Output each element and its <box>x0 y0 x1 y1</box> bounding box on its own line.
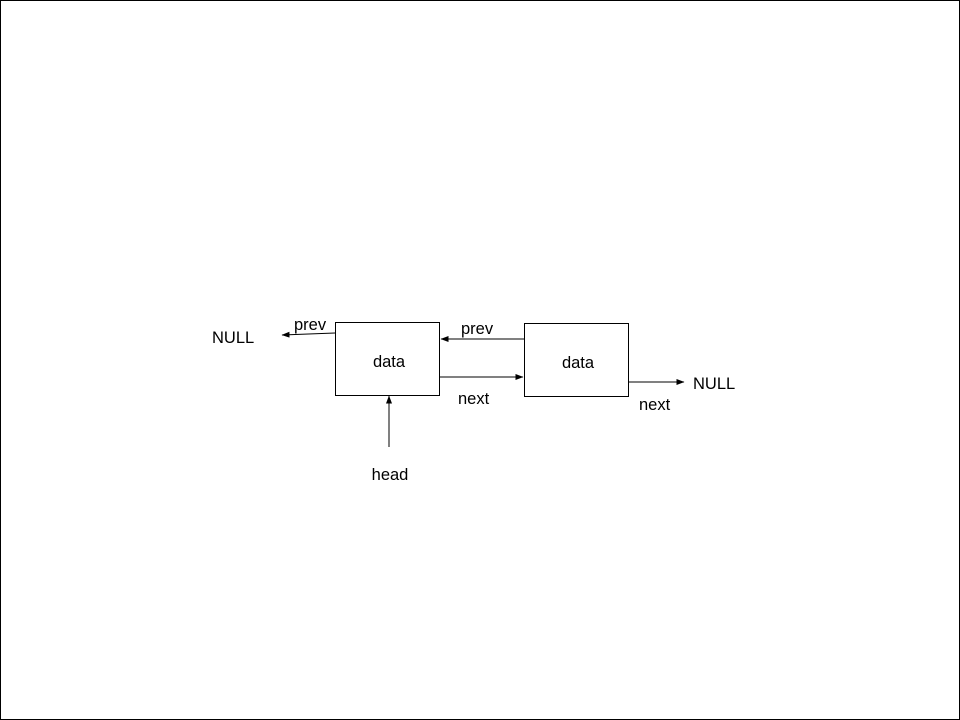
node-2-prev-label: prev <box>461 320 494 338</box>
node-2-next-label: next <box>639 396 671 414</box>
node-1-prev-arrow <box>281 331 336 338</box>
node-1-next-label: next <box>458 390 490 408</box>
node-1-box <box>335 322 440 396</box>
node-2: data <box>524 323 629 397</box>
node-2-box <box>524 323 629 397</box>
node-2-data-label: data <box>562 354 595 372</box>
null-right-label: NULL <box>693 375 735 393</box>
node-1: data <box>335 322 440 396</box>
node-1-data-label: data <box>373 353 406 371</box>
null-left-label: NULL <box>212 329 254 347</box>
head-label: head <box>372 466 409 484</box>
node-1-prev-label: prev <box>294 316 327 334</box>
